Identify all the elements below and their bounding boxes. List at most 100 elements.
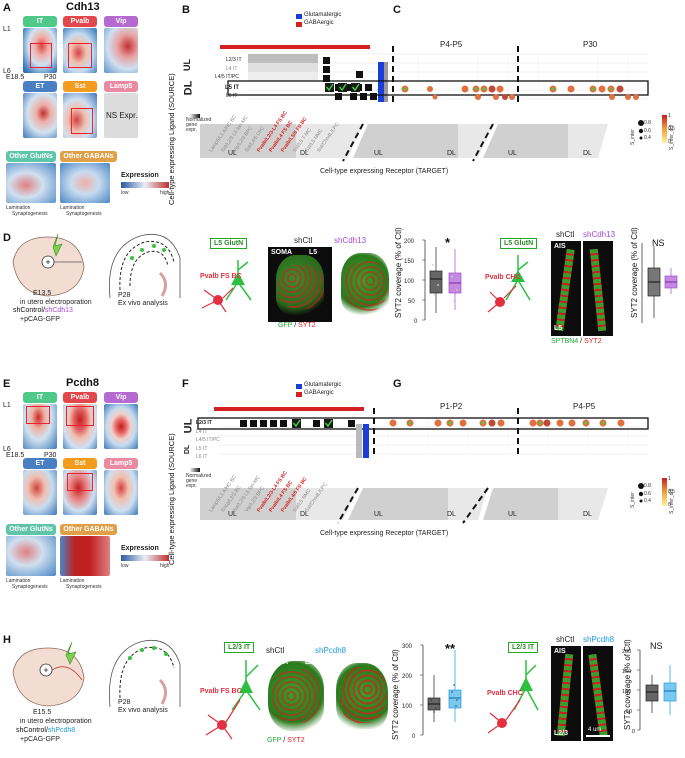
row-l23-it-f: L2/3 IT: [196, 420, 212, 426]
h1-ytick-100: 100: [402, 704, 413, 710]
g-bottom-ul-1: UL: [374, 511, 383, 518]
legend-size-08-g: 0.8: [644, 483, 651, 489]
significance-h2: NS: [650, 641, 663, 651]
expr-squares-f: [240, 420, 355, 427]
dl-block: [458, 124, 493, 158]
legend-tick-05-g: 0.5: [668, 489, 675, 495]
layer-bottom-label: L6: [3, 68, 11, 75]
construct-control-h: shControl: [16, 727, 46, 734]
panel-d-label: D: [3, 232, 11, 244]
layer-top-label: L1: [3, 26, 11, 33]
neuron-schematic-d1: [201, 260, 252, 313]
tag-vip-e: Vip: [104, 392, 138, 403]
d-ytick-0: 0: [414, 319, 418, 325]
plasmid-h: +pCAG-GFP: [20, 736, 60, 743]
ul-block: [200, 124, 296, 158]
boxplot-h1: 300 200 100 0: [402, 644, 462, 740]
gaba-header-bar: [220, 45, 370, 49]
legend-glut-swatch-f: [296, 384, 302, 389]
age-separator: [337, 487, 359, 524]
legend-size-06-g: 0.6: [644, 491, 651, 497]
legend-gaba-swatch: [296, 22, 302, 27]
interneuron-d2: Pvalb CHC: [485, 274, 521, 281]
panel-f-label: F: [182, 378, 189, 390]
construct-h: shControl/shPcdh8: [16, 727, 75, 734]
shctl-label-d2: shCtl: [556, 230, 575, 239]
layer-label-h2: L2/3: [554, 730, 569, 737]
x-axis-label-fg: Cell-type expressing Receptor (TARGET): [320, 530, 449, 537]
expression-legend-title-e: Expression: [121, 545, 159, 552]
ylabel-d1: SYT2 coverage (% of Ctl): [394, 227, 403, 318]
heatmap-other-gaba: [60, 163, 110, 203]
interneuron-d1: Pvalb FS BC: [200, 273, 242, 280]
row-l5-it-f: L5 IT: [196, 446, 208, 452]
h2-ytick-200: 200: [622, 649, 631, 655]
panel-a-label: A: [3, 2, 11, 14]
ns-expr-label: NS Expr.: [106, 111, 138, 120]
gaba-header-bar-f: [214, 407, 364, 411]
expr-cell: [248, 54, 318, 63]
gray-column-bar-f: [356, 424, 362, 458]
row-l23-it: L2/3 IT: [226, 57, 242, 63]
legend-size-04-g: 0.4: [644, 498, 651, 504]
heatmap-other-glut-e: [6, 536, 56, 576]
gray-column-bar: [384, 62, 388, 102]
panel-g-label: G: [393, 378, 402, 390]
heatmap-other-glut: [6, 163, 56, 203]
heatmap-other-gaba-e: [60, 536, 110, 576]
row-l45-it: L4/5 IT/PC: [215, 74, 239, 80]
synaptogenesis-label-1: Synaptogenesis: [12, 211, 48, 217]
construct-d: shControl/shCdh13: [13, 307, 73, 314]
soma-image-kd-h: [330, 657, 394, 735]
b-bottom-ul: UL: [228, 150, 237, 157]
age-embryo-d: E13.5: [33, 290, 52, 297]
soma-image-kd-d: [333, 247, 397, 322]
construct-knockdown-d: shCdh13: [44, 307, 73, 314]
tag-other-gaba-e: Other GABANs: [60, 524, 117, 535]
glut-column-bar-f: [363, 424, 369, 458]
legend-s-inter-g: S_inter: [630, 492, 636, 508]
panel-b-label: B: [182, 4, 190, 16]
ais-label-d: AIS: [554, 243, 566, 250]
window-highlight-pvalb-e: [66, 406, 94, 426]
window-highlight-sst-e: [67, 473, 93, 491]
b-bottom-dl: DL: [300, 150, 309, 157]
legend-gaba-label-f: GABAergic: [304, 390, 334, 396]
h2-ytick-0: 0: [632, 729, 635, 735]
ylabel-d2: SYT2 coverage (% of Ctl): [630, 227, 639, 318]
legend-glut-label: Glutamatergic: [304, 12, 342, 18]
soma-label-h: SOMA: [267, 659, 288, 666]
ylabel-h2: SYT2 coverage (% of Ctl): [623, 639, 632, 730]
interneuron-h2: Pvalb CHC: [487, 690, 523, 697]
shctl-label-d: shCtl: [294, 236, 313, 245]
lamination-e2: Lamination: [60, 578, 85, 584]
row-l45-it-f: L4/5 IT/PC: [196, 437, 220, 443]
heatmap-lamp5-e: [104, 470, 138, 515]
tag-other-glut: Other GlutNs: [6, 151, 56, 162]
f-bottom-dl: DL: [300, 511, 309, 518]
significance-d1: *: [445, 235, 451, 250]
neuron-schematic-h1: [205, 660, 261, 740]
tag-et: ET: [23, 81, 57, 92]
window-highlight-sst: [71, 108, 93, 134]
heatmap-sst-e: [63, 470, 97, 515]
panel-e-label: E: [3, 378, 11, 390]
ul-block: [353, 124, 458, 158]
method-d: in utero electroporation: [20, 299, 92, 306]
d-ytick-100: 100: [404, 279, 415, 285]
cell-type-box-h2: L2/3 IT: [508, 642, 539, 653]
cell-type-box-h1: L2/3 IT: [224, 642, 255, 653]
expr-low-e: low: [121, 563, 129, 569]
ais-image-ctl-h: [551, 646, 581, 741]
tag-pvalb: Pvalb: [63, 16, 97, 27]
age-right-label: P30: [44, 74, 57, 81]
construct-control-d: shControl: [13, 307, 43, 314]
tag-lamp5: Lamp5: [104, 81, 138, 92]
lamination-e1: Lamination: [6, 578, 31, 584]
h1-ytick-200: 200: [402, 674, 413, 680]
expr-square: [370, 93, 377, 100]
expr-square: [323, 57, 330, 64]
embryo-brain-schematic-h: [12, 641, 85, 707]
d-ytick-200: 200: [404, 239, 415, 245]
tag-it-e: IT: [23, 392, 57, 403]
